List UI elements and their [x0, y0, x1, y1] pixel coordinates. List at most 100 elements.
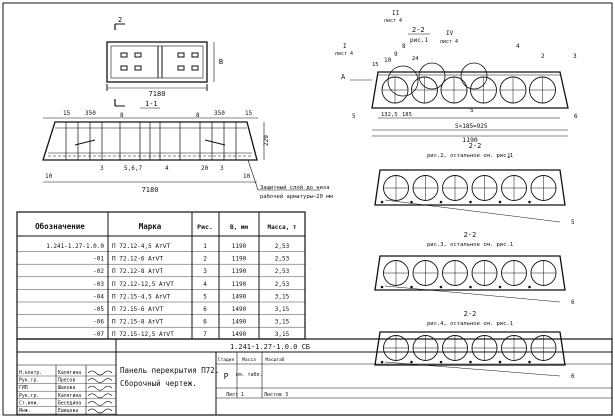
table-cell: -07: [93, 331, 104, 338]
table-cell: 1490: [232, 306, 247, 313]
callout-II-sheet: лист 4: [384, 18, 402, 24]
signature: [87, 401, 113, 406]
table-cell: П 72.15-8 АтⅤТ: [112, 319, 163, 326]
table-cell: 7: [203, 331, 207, 338]
signature: [87, 378, 113, 383]
tb-person: Беседина: [58, 400, 81, 406]
tb-stage-head: Стадия: [218, 357, 235, 363]
tb-person: Калягина: [58, 370, 81, 376]
th-designation: Обозначение: [35, 222, 85, 231]
sec4-title: 2-2: [464, 310, 477, 318]
table-cell: П 72.12-12,5 АтⅤТ: [112, 281, 174, 288]
tb-scale-head: Масштаб: [265, 356, 285, 363]
elev-dim-5: 350: [214, 110, 225, 117]
section-main-title: 2-2: [412, 26, 425, 34]
tb-person: Пресов: [58, 378, 75, 384]
elev-mark-20: 20: [201, 165, 209, 172]
th-mark: Марка: [139, 222, 162, 231]
table-cell: 2,53: [275, 256, 290, 263]
tb-role: Инж.: [19, 408, 31, 414]
th-fig: Рис.: [197, 223, 213, 231]
sec2-sub: рис.2, остальное см. рис.1: [427, 153, 513, 159]
sec-mark-2: 2: [541, 53, 545, 60]
title-block: 1.241-1.27-1.0.0 СБ Панель перекрытия П7…: [16, 338, 613, 416]
table-cell: 1490: [232, 331, 247, 338]
sec-mark-24: 24: [412, 56, 419, 62]
tb-role: ГИП: [19, 385, 28, 391]
plan-width-mark: В: [219, 58, 223, 66]
table-cell: П 72.12-8 АтⅤТ: [112, 268, 163, 275]
sec-mark-A: А: [341, 73, 346, 81]
sec-mark-9: 9: [394, 51, 398, 58]
elev-dim-6: 15: [245, 110, 253, 117]
elev-left-mark: 10: [45, 173, 53, 180]
plan-outline: [106, 41, 208, 83]
callout-II: II: [392, 10, 400, 17]
elev-dim-3: 8: [120, 112, 124, 119]
tb-sheet: Лист 1: [226, 392, 244, 398]
sec-mark-4: 4: [516, 43, 520, 50]
table-cell: 2,53: [275, 268, 290, 275]
section-main-outline: [371, 71, 569, 109]
signature: [87, 385, 113, 391]
cover-note-1: Защитный слой до низа: [260, 185, 330, 191]
table-cell: 2: [203, 256, 207, 263]
sec-mark-3: 3: [573, 53, 577, 60]
sec3-sub: рис.3, остальное см. рис.1: [427, 242, 513, 248]
dim-132: 132,5: [381, 112, 398, 118]
table-cell: 3: [203, 268, 207, 275]
table-cell: 1190: [232, 243, 247, 250]
tb-role: Рук.гр.: [19, 393, 39, 399]
tb-stage: Р: [224, 372, 229, 381]
title-name-2: Сборочный чертеж.: [120, 379, 197, 388]
elevation-outline: [42, 121, 258, 161]
table-cell: -02: [93, 268, 104, 275]
table-cell: 3,15: [275, 331, 290, 338]
th-width: В, мм: [230, 224, 248, 231]
callout-IV: IV: [446, 30, 454, 37]
table-cell: 1190: [232, 256, 247, 263]
section-main-sub: рис.1: [410, 37, 428, 44]
tb-sheets: Листов 3: [264, 392, 288, 398]
sec3-mark: 6: [571, 299, 575, 306]
table-cell: 1190: [232, 268, 247, 275]
tb-mass-head: Масса: [242, 357, 256, 363]
tb-person: Калягина: [58, 393, 81, 399]
table-cell: 1: [203, 243, 207, 250]
table-cell: П 72.12-6 АтⅤТ: [112, 256, 163, 263]
sec2-title: 2-2: [469, 142, 482, 150]
callout-I: I: [343, 43, 347, 50]
table-cell: 3,15: [275, 293, 290, 300]
plan-view: 7180 В 2: [106, 16, 223, 107]
table-cell: -06: [93, 319, 104, 326]
spec-table: Обозначение Марка Рис. В, мм Масса, т 1.…: [16, 211, 306, 340]
elevation-section-label: 1-1: [145, 100, 158, 108]
dim-925: 5×185=925: [455, 123, 488, 130]
tb-person: Ешицева: [58, 408, 78, 414]
table-cell: 1.241-1.27-1.0.0: [46, 243, 104, 250]
table-cell: П 72.15-12,5 АтⅤТ: [112, 331, 174, 338]
sec-mark-8: 8: [402, 43, 406, 50]
signature: [87, 370, 113, 376]
sec-mark-10: 10: [384, 57, 392, 64]
table-cell: 1190: [232, 281, 247, 288]
sec-mark-5a: 5: [352, 113, 356, 120]
tb-role: Н.контр.: [19, 370, 42, 376]
elev-dim-1: 15: [63, 110, 71, 117]
tb-role: Рук.гр.: [19, 378, 39, 384]
doc-code: 1.241-1.27-1.0.0 СБ: [230, 343, 310, 351]
table-cell: -03: [93, 281, 104, 288]
cover-note-2: рабочей арматуры–20 мм: [260, 193, 334, 200]
table-cell: 2,53: [275, 243, 290, 250]
tb-mass: см. табл.: [235, 371, 262, 378]
elev-dim-4: 8: [196, 112, 200, 119]
sec2-mark: 5: [571, 219, 575, 226]
elev-mark-3b: 3: [220, 165, 224, 172]
table-cell: -01: [93, 256, 104, 263]
th-mass: Масса, т: [268, 224, 297, 231]
table-cell: 3,15: [275, 306, 290, 313]
elev-mark-4: 4: [165, 165, 169, 172]
table-cell: П 72.15-6 АтⅤТ: [112, 306, 163, 313]
sec-mark-15: 15: [372, 62, 379, 68]
